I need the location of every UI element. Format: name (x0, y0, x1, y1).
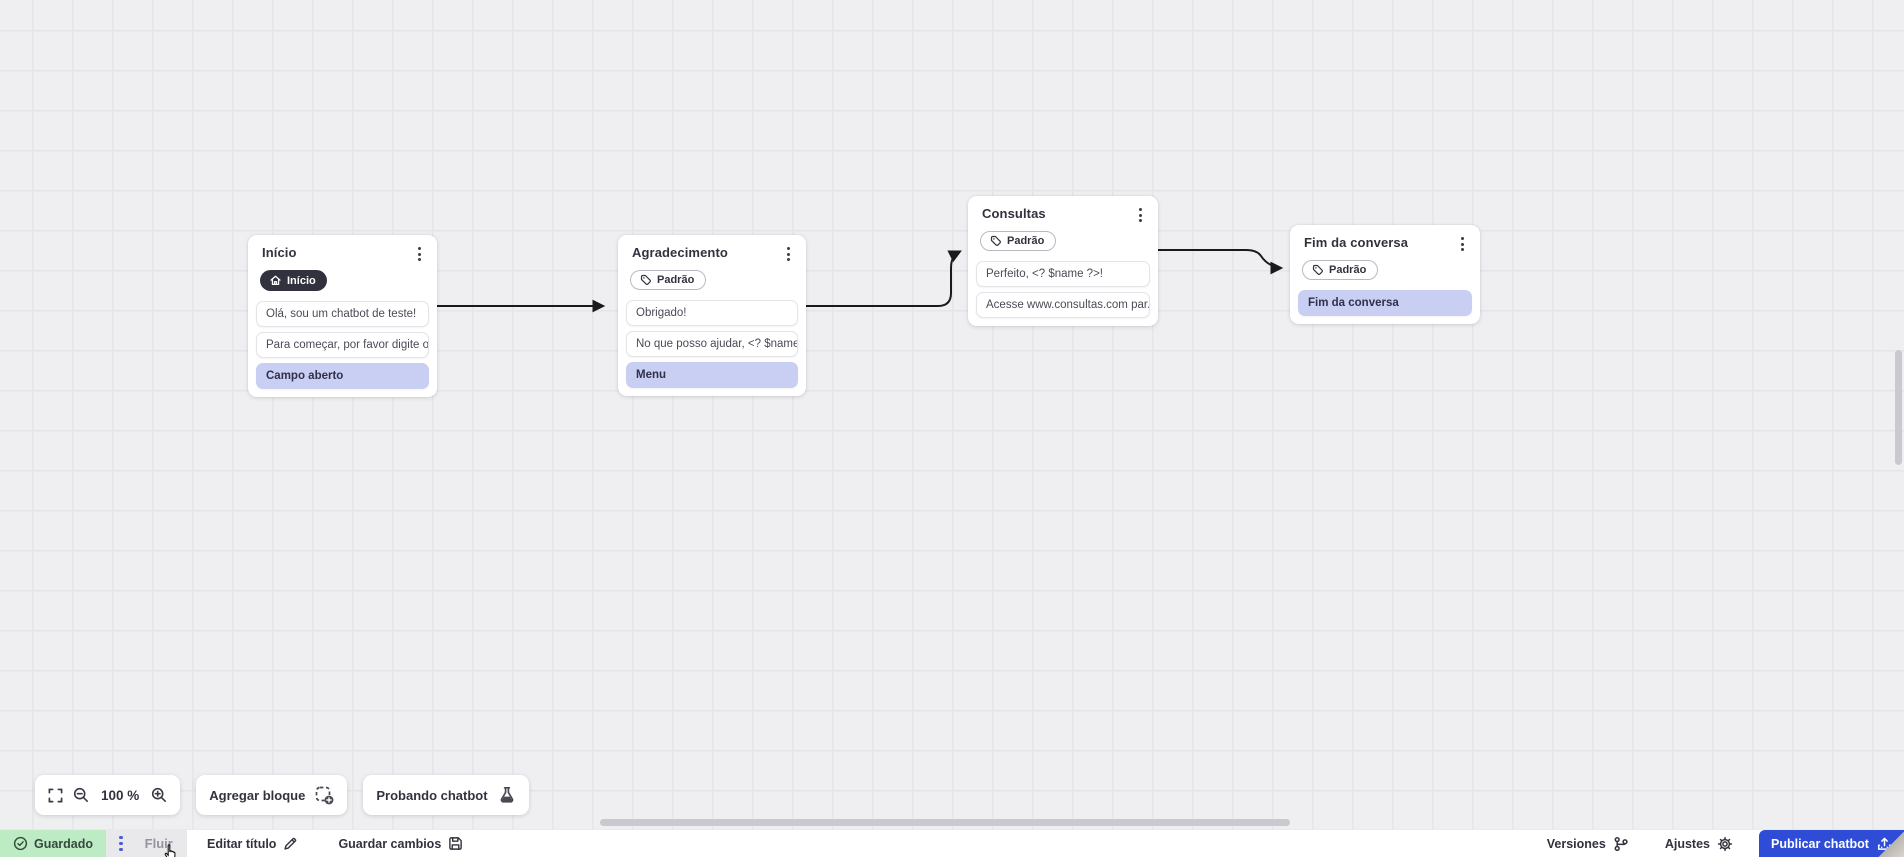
node-menu-button[interactable] (414, 245, 425, 263)
node-badge: Padrão (980, 231, 1057, 251)
node-badges: Padrão (626, 263, 798, 300)
node-item[interactable]: Menu (626, 362, 798, 388)
footer-bar: Guardado Fluir Editar título Guardar cam… (0, 829, 1904, 857)
node-item[interactable]: Campo aberto (256, 363, 429, 389)
publish-label: Publicar chatbot (1771, 836, 1869, 851)
zoom-out-icon[interactable] (73, 787, 89, 803)
node-title: Consultas (982, 206, 1046, 221)
canvas-toolbar: 100 % Agregar bloque Probando chatbot (35, 775, 529, 815)
edit-title-button[interactable]: Editar título (201, 830, 304, 857)
node-badge: Padrão (630, 270, 707, 290)
flask-icon (500, 786, 513, 803)
tag-icon (1312, 264, 1324, 276)
node-item[interactable]: Perfeito, <? $name ?>! (976, 261, 1150, 287)
node-items: Olá, sou um chatbot de teste! Para começa… (256, 301, 429, 389)
node-badge: Início (260, 270, 327, 291)
node-title: Agradecimento (632, 245, 728, 260)
node-header: Consultas (976, 206, 1150, 224)
node-title: Fim da conversa (1304, 235, 1409, 250)
node-menu-button[interactable] (1457, 235, 1468, 253)
home-icon (269, 274, 282, 287)
node-item[interactable]: Olá, sou um chatbot de teste! (256, 301, 429, 327)
footer-spacer (469, 830, 1540, 857)
node-item[interactable]: Acesse www.consultas.com par... (976, 292, 1150, 318)
tag-icon (640, 274, 652, 286)
node-item[interactable]: Fim da conversa (1298, 290, 1472, 316)
node-header: Agradecimento (626, 245, 798, 263)
upload-icon (1877, 837, 1892, 850)
versions-label: Versiones (1546, 836, 1606, 851)
fullscreen-icon[interactable] (48, 788, 63, 803)
add-block-button[interactable]: Agregar bloque (196, 775, 348, 815)
node-header: Início (256, 245, 429, 263)
saved-status-label: Guardado (33, 836, 94, 851)
save-changes-button[interactable]: Guardar cambios (332, 830, 469, 857)
connections-svg (436, 249, 1284, 313)
settings-label: Ajustes (1664, 836, 1710, 851)
saved-status-badge: Guardado (0, 830, 106, 857)
node-items: Perfeito, <? $name ?>! Acesse www.consult… (976, 261, 1150, 318)
branch-icon (1614, 836, 1628, 851)
add-block-label: Agregar bloque (209, 787, 306, 803)
edge-consultas-fim (1157, 249, 1284, 275)
node-item[interactable]: Para começar, por favor digite o ... (256, 332, 429, 358)
test-chatbot-button[interactable]: Probando chatbot (363, 775, 529, 815)
test-chatbot-label: Probando chatbot (376, 787, 488, 803)
edit-title-label: Editar título (207, 836, 277, 851)
node-title: Início (262, 245, 297, 260)
settings-button[interactable]: Ajustes (1659, 830, 1739, 857)
node-badges: Padrão (976, 224, 1150, 261)
tab-flow[interactable]: Fluir (106, 830, 187, 857)
node-badge-label: Padrão (657, 274, 695, 286)
zoom-level: 100 % (101, 787, 140, 803)
node-badge-label: Padrão (1007, 235, 1045, 247)
node-menu-button[interactable] (783, 245, 794, 263)
save-icon (449, 837, 463, 850)
node-badge-label: Início (287, 274, 316, 287)
edge-agradecimento-consultas (804, 250, 962, 307)
flow-menu-icon[interactable] (115, 834, 127, 854)
tag-icon (990, 235, 1002, 247)
node-badge: Padrão (1302, 260, 1379, 280)
node-header: Fim da conversa (1298, 235, 1472, 253)
pencil-icon (284, 837, 297, 850)
node-badges: Início (256, 263, 429, 301)
save-changes-label: Guardar cambios (338, 836, 442, 851)
node-items: Obrigado! No que posso ajudar, <? $name .… (626, 300, 798, 388)
node-badge-label: Padrão (1329, 264, 1367, 276)
check-circle-icon (13, 836, 28, 851)
node-menu-button[interactable] (1135, 206, 1146, 224)
node-item[interactable]: No que posso ajudar, <? $name ... (626, 331, 798, 357)
publish-chatbot-button[interactable]: Publicar chatbot (1759, 830, 1904, 857)
zoom-in-icon[interactable] (151, 787, 167, 803)
node-items: Fim da conversa (1298, 290, 1472, 316)
flow-tab-label: Fluir (144, 836, 173, 851)
gear-icon (1717, 836, 1733, 851)
add-block-icon (316, 786, 334, 804)
vertical-scrollbar[interactable] (1895, 350, 1902, 465)
versions-button[interactable]: Versiones (1541, 830, 1635, 857)
node-badges: Padrão (1298, 253, 1472, 290)
node-item[interactable]: Obrigado! (626, 300, 798, 326)
horizontal-scrollbar[interactable] (600, 819, 1290, 826)
zoom-controls: 100 % (35, 775, 181, 815)
